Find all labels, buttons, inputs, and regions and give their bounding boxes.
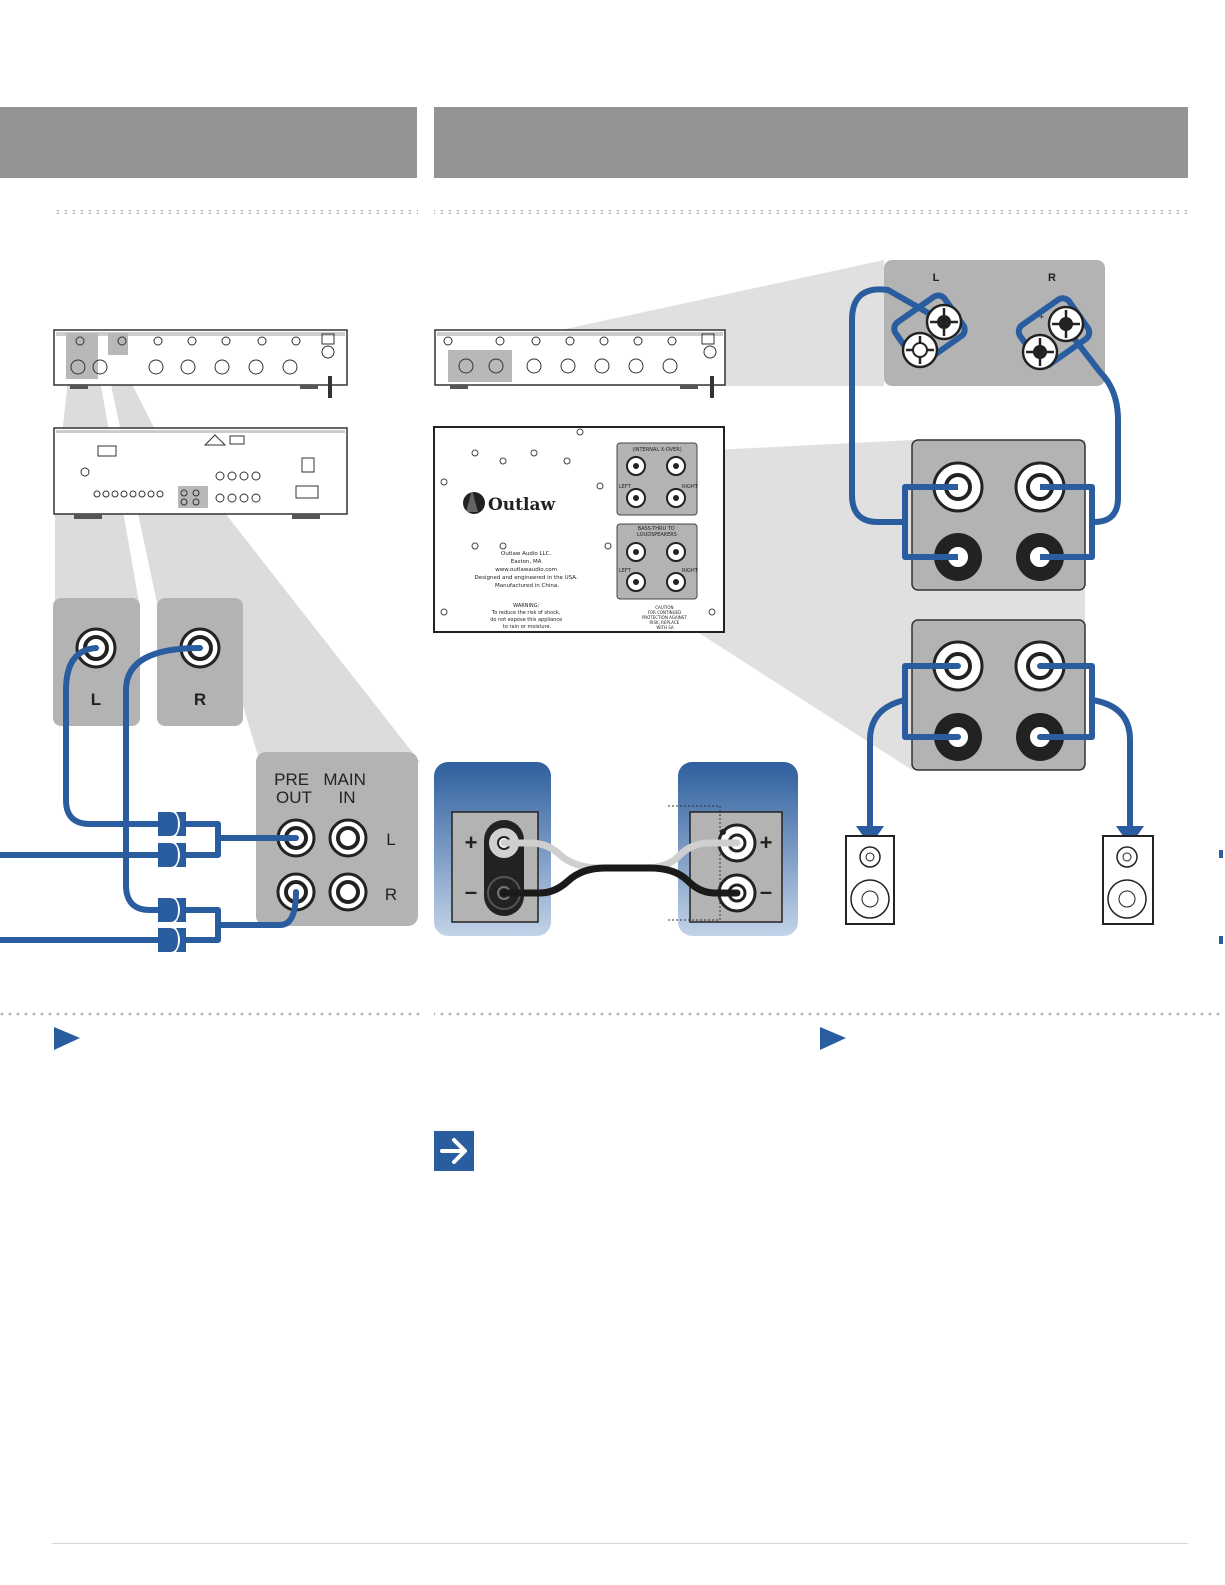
speaker-left-icon (845, 835, 895, 925)
warning-block: WARNING: To reduce the risk of shock, do… (490, 603, 564, 630)
polarity-minus-left: – (465, 879, 477, 904)
main-in-label: MAIN IN (323, 770, 370, 807)
blue-cables-left (0, 645, 299, 943)
row-label-left: L (386, 830, 395, 849)
speaker-right-icon (1102, 835, 1154, 925)
main-in-jack-left (328, 818, 368, 858)
play-triangle-icon-right (820, 1027, 846, 1050)
polarity-minus-right: – (760, 879, 772, 904)
zoom-beam-preout (178, 494, 420, 762)
play-triangle-icon (54, 1027, 80, 1050)
page-footer-line (52, 1543, 1188, 1544)
amplifier-rear-panel-right (434, 329, 726, 398)
y-adapter-plugs (158, 812, 186, 952)
sub-output-cables (867, 663, 1133, 833)
binding-label-right: R (1048, 272, 1056, 284)
sub-right-label-1: RIGHT (682, 484, 699, 490)
outlaw-logo (463, 490, 485, 514)
dotted-divider-top-right (434, 210, 1189, 214)
binding-post-pair-right (1015, 295, 1093, 371)
dotted-divider-bottom-right (434, 1012, 1224, 1016)
dotted-divider-bottom-left (0, 1012, 420, 1016)
amplifier-rear-panel (53, 329, 348, 398)
jack-label-right: R (194, 690, 206, 709)
sub-left-label-1: LEFT (619, 484, 632, 490)
source-terminal-stack (484, 820, 524, 916)
sub-left-label-2: LEFT (619, 568, 632, 574)
subwoofer-rear-panel: (INTERNAL X-OVER) BASS-THRU TO LOUDSPEAK… (433, 426, 725, 633)
jack-label-left: L (91, 690, 101, 709)
main-in-jack-right (328, 872, 368, 912)
sub-right-label-2: RIGHT (682, 568, 699, 574)
blue-cables-sub-speaker (849, 286, 1121, 525)
header-bar-left (0, 107, 417, 178)
binding-plus-right: + (1039, 312, 1044, 322)
internal-xover-label: (INTERNAL X-OVER) (632, 447, 681, 453)
polarity-plus-left: + (465, 830, 478, 855)
arrow-right-icon (434, 1131, 474, 1171)
speaker-wire-pair (500, 839, 741, 897)
row-label-right: R (385, 885, 397, 904)
pre-out-label: PRE OUT (274, 770, 314, 807)
dotted-divider-top-left (52, 210, 418, 214)
edge-mark-2 (1219, 936, 1223, 944)
binding-post-pair-left (891, 292, 968, 369)
polarity-plus-right: + (760, 830, 773, 855)
edge-mark-1 (1219, 850, 1223, 858)
bass-thru-label: BASS-THRU TO LOUDSPEAKERS (637, 526, 677, 538)
caution-block: CAUTION FOR CONTINUED PROTECTION AGAINST… (642, 605, 688, 630)
sub-input-cable-loops (902, 484, 1095, 560)
brand-name: Outlaw (488, 495, 555, 515)
address-block: Outlaw Audio LLC. Easton, MA www.outlawa… (475, 551, 580, 589)
receiver-rear-panel (53, 427, 348, 519)
header-bar-right (434, 107, 1188, 178)
binding-label-left: L (933, 272, 940, 284)
